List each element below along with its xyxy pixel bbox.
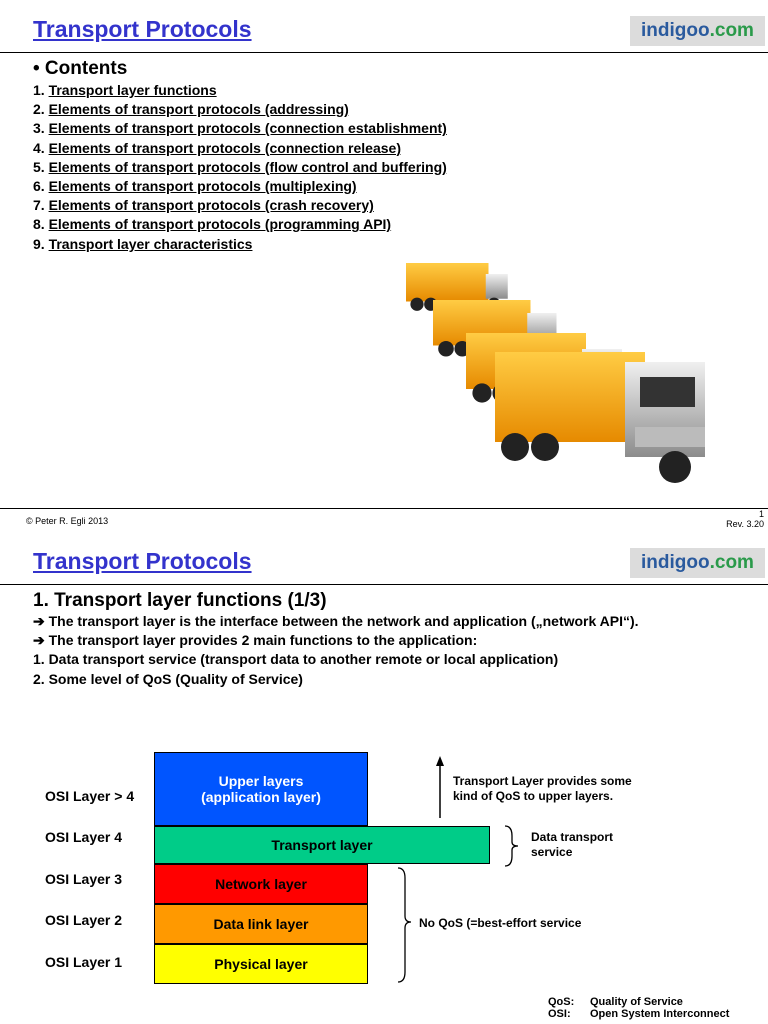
toc-link[interactable]: Elements of transport protocols (connect… (49, 120, 447, 136)
slide-2: Transport Protocols indigoo.com 1. Trans… (0, 532, 768, 1024)
copyright: © Peter R. Egli 2013 (26, 516, 108, 526)
glossary: QoS:Quality of Service OSI:Open System I… (548, 996, 729, 1020)
toc-item: 7. Elements of transport protocols (cras… (33, 196, 447, 215)
qos-note: Transport Layer provides some kind of Qo… (453, 774, 632, 804)
no-qos-note: No QoS (=best-effort service (419, 916, 581, 931)
data-transport-note: Data transport service (531, 830, 613, 860)
toc-item: 6. Elements of transport protocols (mult… (33, 177, 447, 196)
header-divider (0, 52, 768, 53)
toc-link[interactable]: Elements of transport protocols (flow co… (49, 159, 447, 175)
trucks-illustration (395, 252, 768, 497)
toc-link[interactable]: Elements of transport protocols (crash r… (49, 197, 374, 213)
toc-item: 3. Elements of transport protocols (conn… (33, 119, 447, 138)
toc-item: 5. Elements of transport protocols (flow… (33, 158, 447, 177)
toc-item: 1. Transport layer functions (33, 81, 447, 100)
footer-divider (0, 508, 768, 509)
toc-link[interactable]: Transport layer characteristics (49, 236, 253, 252)
diagram-annotations (0, 532, 768, 1024)
toc-link[interactable]: Elements of transport protocols (multipl… (49, 178, 357, 194)
slide-1: Transport Protocols indigoo.com • Conten… (0, 0, 768, 532)
contents-heading: • Contents (33, 58, 127, 80)
slide-title: Transport Protocols (33, 16, 252, 43)
toc-item: 2. Elements of transport protocols (addr… (33, 100, 447, 119)
arrow-head-icon (436, 756, 444, 766)
brace-icon (398, 868, 411, 982)
glossary-entry: QoS:Quality of Service (548, 996, 729, 1008)
page-info: 1 Rev. 3.20 (726, 509, 764, 529)
toc-link[interactable]: Elements of transport protocols (connect… (49, 140, 401, 156)
revision: Rev. 3.20 (726, 519, 764, 529)
table-of-contents: 1. Transport layer functions 2. Elements… (33, 81, 447, 254)
toc-item: 8. Elements of transport protocols (prog… (33, 215, 447, 234)
brace-icon (505, 826, 518, 866)
toc-link[interactable]: Elements of transport protocols (program… (49, 216, 392, 232)
toc-item: 9. Transport layer characteristics (33, 235, 447, 254)
page-number: 1 (726, 509, 764, 519)
toc-link[interactable]: Transport layer functions (49, 82, 217, 98)
glossary-entry: OSI:Open System Interconnect (548, 1008, 729, 1020)
indigoo-logo[interactable]: indigoo.com (630, 16, 765, 46)
toc-item: 4. Elements of transport protocols (conn… (33, 139, 447, 158)
toc-link[interactable]: Elements of transport protocols (address… (49, 101, 349, 117)
